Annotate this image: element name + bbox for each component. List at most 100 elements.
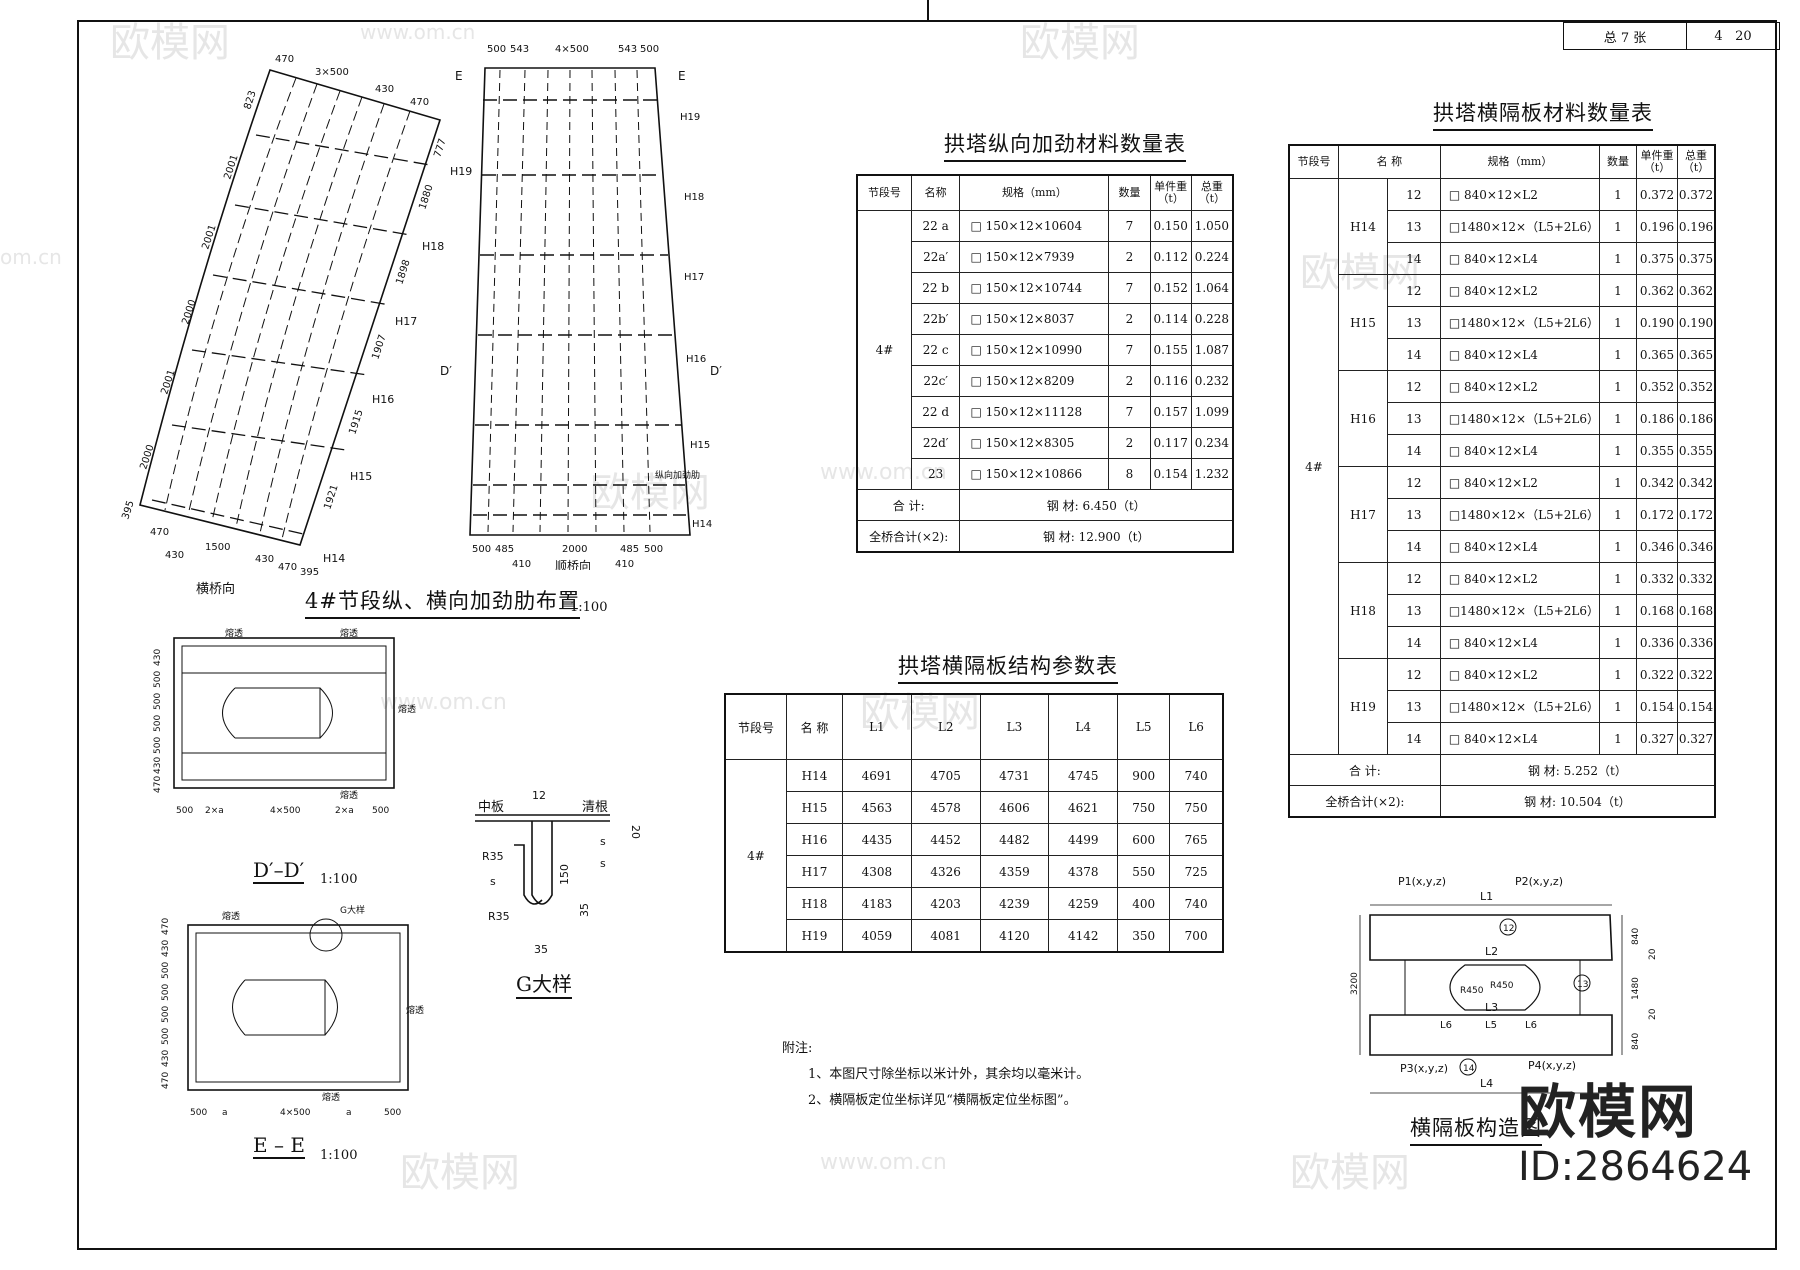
dia-c12: 12 (1503, 924, 1514, 934)
d1-left-label: 2000 (180, 298, 198, 326)
t1-cell: 0.150 (1149, 210, 1192, 242)
t3-cell: 0.322 (1677, 658, 1716, 691)
t3-cell: 1 (1599, 178, 1637, 211)
t2-cell: 4203 (910, 887, 981, 920)
t3-cell: 0.362 (1636, 274, 1678, 307)
t2-cell: 4731 (979, 759, 1050, 792)
brand-id: ID:2864624 (1518, 1144, 1753, 1190)
t3-cell: 0.172 (1677, 498, 1716, 531)
d2-h-label: H15 (690, 440, 710, 451)
t3-cell: 13 (1387, 402, 1441, 435)
t1-cell: 22d′ (910, 427, 961, 459)
sheet-total-label: 总 7 张 (1563, 22, 1687, 50)
t3-cell: □ 840×12×L4 (1439, 434, 1601, 467)
g-root: 清根 (582, 800, 608, 815)
d1-bottom-label: 470 (150, 527, 169, 538)
dd-bottom-dim: 500 (176, 806, 193, 816)
d1-h-label: H17 (395, 315, 417, 328)
t3-cell: 1 (1599, 722, 1637, 755)
dia-p3: P3(x,y,z) (1400, 1062, 1448, 1075)
t3-cell: 1 (1599, 338, 1637, 371)
t2-cell: 550 (1117, 855, 1171, 888)
d2-h-label: H16 (686, 354, 706, 365)
t2-header: L5 (1117, 693, 1171, 760)
t1-cell: 22 c (910, 334, 961, 366)
dia-l2: L2 (1485, 945, 1498, 958)
g-thickness: 12 (532, 789, 546, 802)
t1-header: 节段号 (856, 174, 912, 211)
t2-header: L3 (979, 693, 1050, 760)
t1-cell: 2 (1108, 241, 1151, 273)
t3-cell: □ 840×12×L2 (1439, 178, 1601, 211)
d2-bottom-extra: 410 (615, 559, 634, 570)
t1-cell: 0.114 (1149, 303, 1192, 335)
d2-h-label: H18 (684, 192, 704, 203)
notes-title: 附注: (782, 1041, 813, 1056)
t3-group: H15 (1338, 274, 1388, 371)
t3-cell: □1480×12×（L5+2L6） (1439, 402, 1601, 435)
t2-cell: 4705 (910, 759, 981, 792)
t1-cell: 22 d (910, 396, 961, 428)
t3-cell: 0.168 (1636, 594, 1678, 627)
t1-cell: 22a′ (910, 241, 961, 273)
dia-h840: 840 (1631, 1033, 1641, 1050)
t1-cell: 0.154 (1149, 458, 1192, 490)
t1-cell: □ 150×12×8037 (959, 303, 1110, 335)
t3-header: 名 称 (1338, 144, 1441, 179)
d1-right-label: 1907 (370, 333, 388, 361)
ee-bottom-dim: a (346, 1108, 352, 1118)
t2-cell: 4606 (979, 791, 1050, 824)
g-mid-plate: 中板 (478, 800, 504, 815)
t1-cell: 0.224 (1190, 241, 1234, 273)
t2-segment: 4# (724, 759, 787, 953)
t2-cell: H18 (786, 887, 843, 920)
t1-cell: 0.155 (1149, 334, 1192, 366)
t2-cell: 4378 (1048, 855, 1119, 888)
t3-cell: 0.196 (1677, 210, 1716, 243)
t3-cell: 14 (1387, 434, 1441, 467)
t2-cell: 4452 (910, 823, 981, 856)
t1-cell: 1.050 (1190, 210, 1234, 242)
t1-header: 总重（t） (1190, 174, 1234, 211)
t3-cell: 0.327 (1636, 722, 1678, 755)
table-row: 全桥合计(×2):钢 材: 12.900（t） (856, 520, 1234, 553)
t2-cell: 4142 (1048, 919, 1119, 953)
t3-cell: 14 (1387, 242, 1441, 275)
t3-cell: 1 (1599, 466, 1637, 499)
d2-bottom-dim: 2000 (562, 544, 587, 555)
diaphragm-construction-drawing: P1(x,y,z) P2(x,y,z) P3(x,y,z) P4(x,y,z) … (1350, 875, 1658, 1094)
section-ee-title: E – E (253, 1133, 305, 1159)
section-ee-scale: 1:100 (320, 1148, 358, 1163)
d2-bottom-dim: 500 (472, 544, 491, 555)
t3-cell: 12 (1387, 274, 1441, 307)
t3-cell: 12 (1387, 370, 1441, 403)
t2-cell: 740 (1169, 887, 1224, 920)
dd-left-dim: 430 (153, 649, 163, 666)
longitudinal-stiffener-table: 节段号 名称 规格（mm） 数量 单件重（t） 总重（t） 4#22 a□ 15… (856, 174, 1234, 553)
note-item: 1、本图尺寸除坐标以米计外，其余均以毫米计。 (808, 1067, 1090, 1082)
dia-h840: 840 (1631, 928, 1641, 945)
t1-cell: 0.116 (1149, 365, 1192, 397)
t3-cell: 14 (1387, 626, 1441, 659)
d2-top-dim: 543 (618, 44, 637, 55)
d1-right-label: 1898 (394, 258, 412, 286)
t2-cell: 765 (1169, 823, 1224, 856)
t3-cell: □ 840×12×L4 (1439, 338, 1601, 371)
t2-cell: H19 (786, 919, 843, 953)
t1-cell: 22 b (910, 272, 961, 304)
dd-left-dim: 500 (153, 737, 163, 754)
d1-left-label: 395 (120, 499, 136, 521)
dd-left-dim: 500 (153, 671, 163, 688)
t2-cell: H15 (786, 791, 843, 824)
d1-h-label: H15 (350, 470, 372, 483)
dia-l6: L6 (1525, 1020, 1537, 1031)
t3-cell: 0.168 (1677, 594, 1716, 627)
